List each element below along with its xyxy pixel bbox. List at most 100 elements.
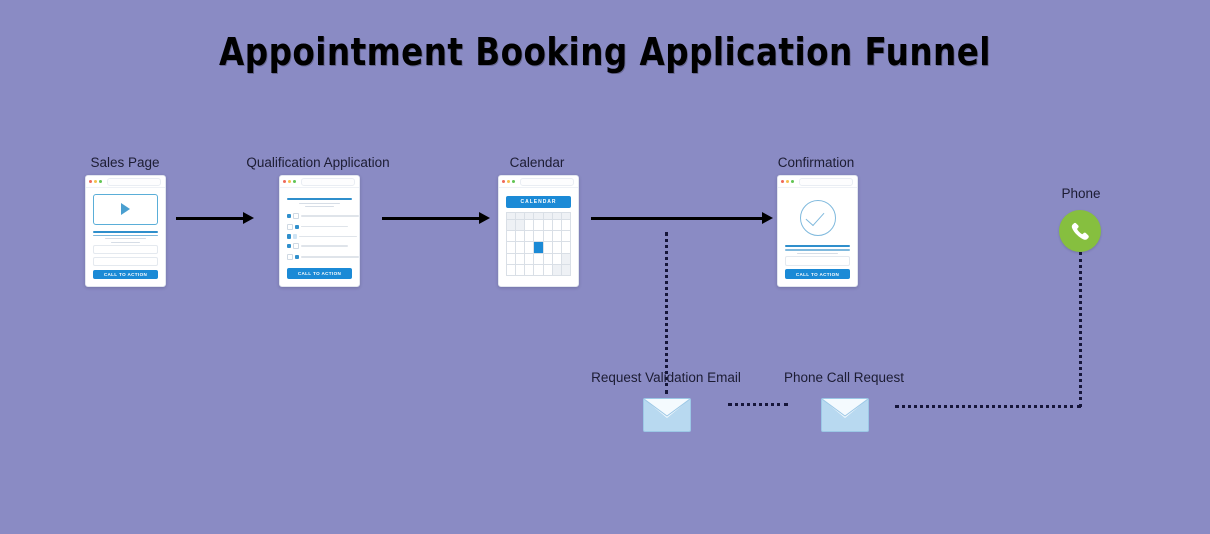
address-bar[interactable]: [300, 177, 355, 186]
calendar-day-cell[interactable]: [552, 220, 562, 232]
calendar-day-cell[interactable]: [507, 220, 517, 232]
calendar-day-cell[interactable]: [507, 231, 517, 243]
checkbox-icon[interactable]: [287, 244, 292, 249]
call-to-action-button[interactable]: CALL TO ACTION: [93, 269, 158, 279]
calendar-day-cell[interactable]: [516, 220, 526, 232]
checkbox-icon[interactable]: [293, 243, 300, 250]
window-minimize-dot-icon: [93, 179, 98, 184]
calendar-weekday-cell: [525, 213, 535, 220]
calendar-day-cell[interactable]: [561, 253, 571, 265]
calendar-day-cell[interactable]: [525, 231, 535, 243]
address-bar[interactable]: [106, 177, 161, 186]
form-question-row[interactable]: [287, 212, 359, 219]
body-text-line: [110, 241, 141, 243]
node-label-request-validation-email: Request Validation Email: [591, 370, 741, 385]
checkbox-icon[interactable]: [287, 234, 292, 239]
calendar-day-cell[interactable]: [543, 264, 553, 276]
calendar-day-cell[interactable]: [525, 220, 535, 232]
arrow-head-icon: [762, 212, 773, 224]
envelope-icon-phone-call-request[interactable]: [821, 398, 869, 432]
calendar-day-cell[interactable]: [534, 253, 544, 265]
calendar-day-cell[interactable]: [543, 220, 553, 232]
envelope-icon-request-validation-email[interactable]: [643, 398, 691, 432]
browser-chrome: [499, 176, 578, 188]
window-minimize-dot-icon: [785, 179, 790, 184]
calendar-header: CALENDAR: [506, 196, 571, 208]
calendar-day-cell[interactable]: [534, 264, 544, 276]
connector-calendar-to-email: [665, 232, 668, 394]
sales-page-body: CALL TO ACTION: [86, 188, 165, 286]
address-bar[interactable]: [798, 177, 853, 186]
connector-phone-vertical: [1079, 252, 1082, 407]
calendar-day-cell[interactable]: [516, 231, 526, 243]
calendar-grid[interactable]: [506, 212, 571, 276]
checkmark-icon: [805, 206, 824, 227]
form-input-field[interactable]: [93, 245, 158, 254]
page-title: Appointment Booking Application Funnel: [219, 30, 991, 74]
form-question-row[interactable]: [287, 223, 352, 230]
confirmation-body: CALL TO ACTION: [778, 188, 857, 286]
calendar-day-cell[interactable]: [561, 231, 571, 243]
calendar-day-cell[interactable]: [561, 220, 571, 232]
node-label-phone-call-request: Phone Call Request: [783, 370, 905, 385]
answer-line: [301, 225, 349, 228]
calendar-day-cell[interactable]: [525, 264, 535, 276]
phone-icon[interactable]: [1059, 210, 1101, 252]
body-text-line: [797, 252, 838, 254]
arrow-shaft: [176, 217, 244, 220]
calendar-day-cell[interactable]: [507, 253, 517, 265]
checkbox-icon[interactable]: [287, 253, 294, 261]
headline-bar: [93, 230, 158, 233]
checkbox-icon[interactable]: [295, 224, 300, 229]
window-maximize-dot-icon: [790, 179, 795, 184]
envelope-flap: [822, 399, 868, 418]
calendar-day-cell[interactable]: [561, 264, 571, 276]
calendar-day-cell[interactable]: [552, 242, 562, 254]
form-question-row[interactable]: [287, 253, 359, 261]
card-qualification-application[interactable]: CALL TO ACTION: [279, 175, 360, 287]
node-label-phone: Phone: [1061, 186, 1101, 201]
calendar-day-cell[interactable]: [516, 253, 526, 265]
call-to-action-button[interactable]: CALL TO ACTION: [785, 269, 850, 280]
address-bar[interactable]: [519, 177, 574, 186]
calendar-day-cell[interactable]: [525, 253, 535, 265]
answer-line: [301, 256, 359, 258]
checkbox-icon[interactable]: [287, 213, 292, 218]
checkbox-icon[interactable]: [293, 212, 300, 219]
calendar-day-cell[interactable]: [552, 253, 562, 265]
form-subtitle-line: [299, 202, 340, 204]
checkbox-icon[interactable]: [287, 223, 294, 230]
answer-line: [301, 215, 359, 217]
calendar-day-cell[interactable]: [507, 242, 517, 254]
calendar-day-cell-selected[interactable]: [534, 242, 544, 254]
checkbox-icon[interactable]: [295, 254, 300, 260]
calendar-day-cell[interactable]: [543, 231, 553, 243]
card-calendar[interactable]: CALENDAR: [498, 175, 579, 287]
calendar-weekday-cell: [543, 213, 553, 220]
calendar-day-cell[interactable]: [507, 264, 517, 276]
browser-chrome: [86, 176, 165, 188]
calendar-day-cell[interactable]: [516, 242, 526, 254]
form-question-row[interactable]: [287, 243, 352, 250]
play-icon[interactable]: [121, 203, 130, 216]
form-question-row[interactable]: [287, 234, 357, 239]
calendar-day-cell[interactable]: [543, 253, 553, 265]
calendar-day-cell[interactable]: [516, 264, 526, 276]
checkbox-icon[interactable]: [293, 234, 298, 239]
video-player-placeholder[interactable]: [93, 194, 158, 225]
step-label-sales-page: Sales Page: [90, 155, 160, 170]
calendar-day-cell[interactable]: [552, 264, 562, 276]
card-confirmation[interactable]: CALL TO ACTION: [777, 175, 858, 287]
call-to-action-button[interactable]: CALL TO ACTION: [287, 268, 352, 279]
arrow-shaft: [591, 217, 763, 220]
calendar-day-cell[interactable]: [534, 220, 544, 232]
form-input-field[interactable]: [93, 257, 158, 267]
calendar-day-cell[interactable]: [561, 242, 571, 254]
calendar-day-cell[interactable]: [552, 231, 562, 243]
calendar-day-cell[interactable]: [534, 231, 544, 243]
form-input-field[interactable]: [785, 256, 850, 266]
calendar-day-cell[interactable]: [543, 242, 553, 254]
calendar-day-cell[interactable]: [525, 242, 535, 254]
card-sales-page[interactable]: CALL TO ACTION: [85, 175, 166, 287]
arrow-head-icon: [479, 212, 490, 224]
